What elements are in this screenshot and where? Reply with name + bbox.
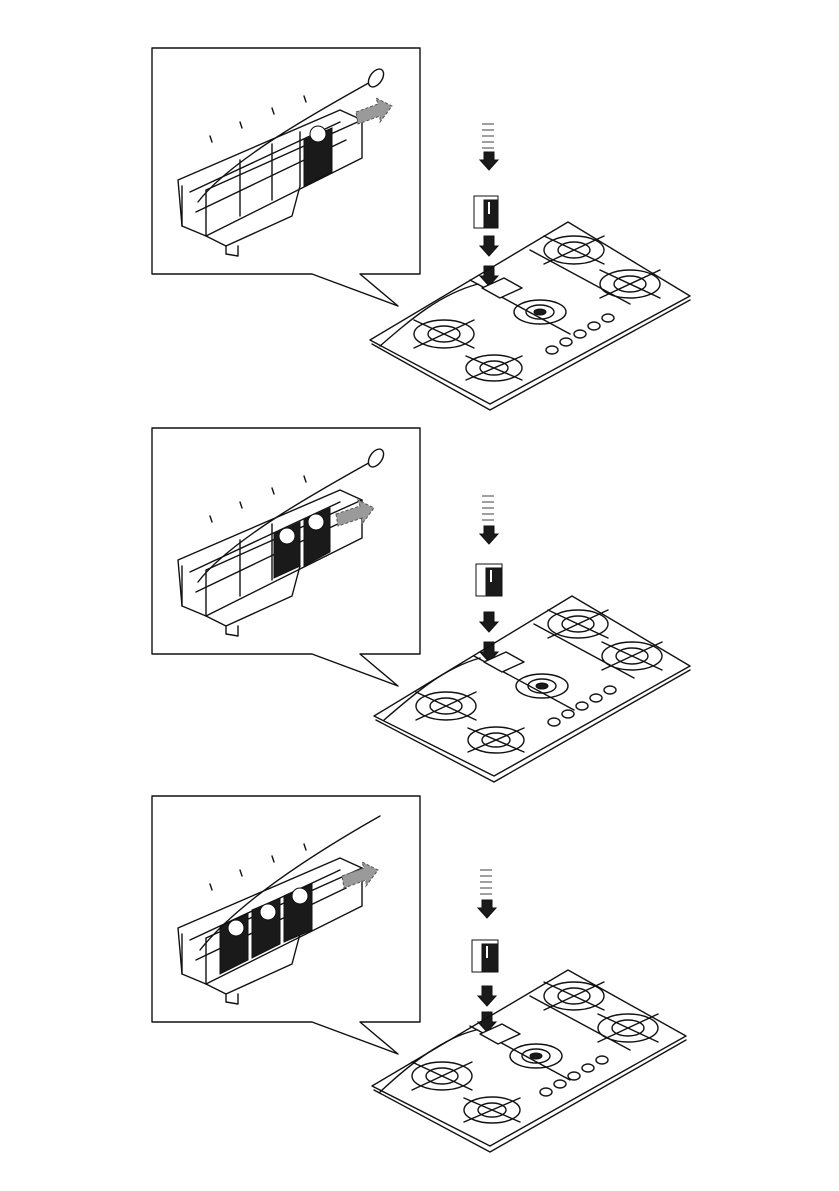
filter-marker-icon (279, 528, 295, 544)
burner-icon (468, 727, 524, 753)
step-1-illustration (0, 40, 839, 420)
filter-marker-icon (292, 888, 308, 904)
burner-icon (412, 1062, 472, 1090)
filter-cube-icon (472, 940, 498, 972)
filter-marker-icon (228, 920, 244, 936)
step-2 (0, 420, 839, 800)
callout-box (152, 48, 420, 306)
burner-icon (602, 642, 662, 670)
down-arrow-icon (480, 526, 498, 544)
filter-marker-icon (308, 514, 324, 530)
burner-icon (598, 1014, 658, 1042)
burner-icon (516, 674, 568, 698)
step-3-illustration (0, 790, 839, 1170)
control-knobs (548, 686, 616, 726)
step-3 (0, 790, 839, 1170)
burner-icon (600, 270, 660, 298)
drop-indicator (480, 496, 498, 544)
filter-cube-icon (476, 564, 502, 596)
drop-indicator (480, 124, 498, 170)
burner-icon (544, 982, 604, 1010)
filter-cube-icon (474, 196, 498, 228)
burner-icon (416, 692, 476, 720)
step-1 (0, 40, 839, 420)
step-2-illustration (0, 420, 839, 800)
burner-icon (414, 320, 474, 348)
burner-icon (464, 1097, 520, 1123)
down-arrow-icon (480, 612, 498, 632)
burner-icon (514, 300, 566, 324)
drop-indicator (478, 870, 496, 918)
cooktop (374, 596, 690, 782)
down-arrow-icon (480, 236, 498, 256)
filter-marker-icon (310, 126, 326, 142)
down-arrow-icon (480, 152, 498, 170)
down-arrow-icon (478, 986, 496, 1006)
down-arrow-icon (478, 900, 496, 918)
burner-icon (466, 355, 522, 381)
filter-marker-icon (260, 904, 276, 920)
burner-icon (544, 236, 604, 264)
burner-icon (548, 610, 608, 638)
burner-icon (510, 1044, 562, 1068)
